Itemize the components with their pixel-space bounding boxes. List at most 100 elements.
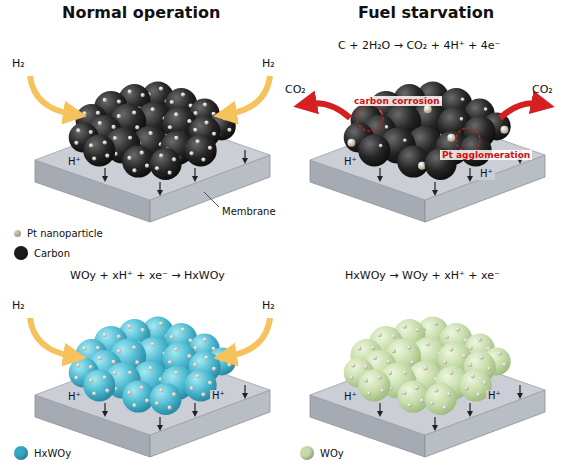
legend-swatch: [300, 446, 314, 460]
proton-arrow: [194, 168, 195, 179]
legend-item: Pt nanoparticle: [14, 228, 103, 239]
pt-nanoparticle: [74, 141, 78, 145]
pt-nanoparticle: [379, 144, 383, 148]
pt-nanoparticle: [117, 349, 121, 353]
legend-text: WOy: [320, 448, 344, 459]
ion-label: H⁺: [66, 391, 83, 403]
legend-text: HxWOy: [34, 448, 71, 459]
pt-nanoparticle: [132, 111, 136, 115]
proton-arrow: [434, 417, 435, 428]
pt-nanoparticle: [479, 355, 483, 359]
column-heading: Fuel starvation: [358, 4, 494, 22]
legend-text: Carbon: [34, 248, 70, 259]
support-particle: [185, 134, 217, 166]
pt-nanoparticle: [103, 333, 107, 337]
pt-nanoparticle: [189, 386, 193, 390]
pt-nanoparticle: [127, 156, 131, 160]
pt-nanoparticle: [140, 151, 144, 155]
pt-nanoparticle: [103, 140, 107, 144]
pt-nanoparticle: [403, 138, 407, 142]
pt-nanoparticle: [159, 388, 163, 392]
proton-arrow: [434, 182, 435, 193]
pt-nanoparticle: [223, 116, 227, 120]
support-particle: [150, 383, 182, 415]
pt-nanoparticle: [113, 136, 117, 140]
pt-nanoparticle: [204, 120, 208, 124]
pt-nanoparticle: [385, 125, 389, 129]
pt-nanoparticle: [194, 346, 198, 350]
pt-nanoparticle: [103, 375, 107, 379]
part-label: Membrane: [222, 206, 276, 218]
support-particle: [150, 148, 182, 180]
reaction-equation: HxWOy → WOy + xH⁺ + xe⁻: [345, 270, 500, 283]
pt-nanoparticle: [148, 131, 152, 135]
pt-nanoparticle: [151, 342, 155, 346]
proton-arrow: [379, 168, 380, 179]
pt-nanoparticle: [430, 401, 434, 405]
gas-label: H₂: [12, 58, 25, 71]
pt-nanoparticle: [140, 386, 144, 390]
pt-nanoparticle: [187, 119, 191, 123]
pt-nanoparticle: [168, 125, 172, 129]
pt-nanoparticle: [392, 349, 396, 353]
pt-nanoparticle: [98, 121, 102, 125]
support-particle: [397, 381, 429, 413]
pt-nanoparticle: [367, 391, 371, 395]
pt-nanoparticle: [208, 381, 212, 385]
pt-nanoparticle: [456, 327, 460, 331]
pt-nanoparticle: [132, 168, 136, 172]
pt-nanoparticle: [420, 399, 424, 403]
pt-nanoparticle: [443, 406, 447, 410]
support-particle: [397, 146, 429, 178]
proton-arrow: [379, 403, 380, 414]
legend-item: HxWOy: [14, 446, 71, 460]
gas-label: CO₂: [285, 84, 306, 97]
proton-arrow: [469, 168, 470, 179]
pt-nanoparticle: [135, 125, 139, 129]
ion-label: H⁺: [210, 390, 227, 402]
pt-nanoparticle: [201, 393, 205, 397]
pt-nanoparticle: [168, 360, 172, 364]
pt-nanoparticle: [402, 391, 406, 395]
pt-nanoparticle: [464, 386, 468, 390]
support-particle: [83, 369, 115, 401]
pt-nanoparticle: [208, 146, 212, 150]
pt-nanoparticle: [89, 143, 93, 147]
ion-label: H⁺: [486, 390, 503, 402]
pt-nanoparticle: [203, 103, 207, 107]
pt-nanoparticle: [443, 360, 447, 364]
pt-nanoparticle: [410, 360, 414, 364]
pt-nanoparticle: [434, 321, 438, 325]
pt-nanoparticle: [193, 363, 197, 367]
support-particle: [122, 381, 154, 413]
pt-nanoparticle: [89, 130, 93, 134]
proton-arrow: [159, 417, 160, 428]
pt-nanoparticle: [159, 321, 163, 325]
pt-nanoparticle: [212, 132, 216, 136]
proton-arrow: [519, 385, 520, 396]
pt-nanoparticle: [174, 371, 178, 375]
pt-nanoparticle: [159, 86, 163, 90]
pt-nanoparticle: [449, 371, 453, 375]
proton-arrow: [194, 403, 195, 414]
pt-nanoparticle: [172, 157, 176, 161]
pt-nanoparticle: [469, 346, 473, 350]
co2-arrow: [500, 103, 540, 118]
pt-nanoparticle: [128, 136, 132, 140]
pt-nanoparticle: [128, 371, 132, 375]
pt-nanoparticle: [98, 356, 102, 360]
pt-nanoparticle: [76, 128, 80, 132]
pt-nanoparticle: [92, 156, 96, 160]
pt-nanoparticle: [364, 378, 368, 382]
pt-nanoparticle: [462, 354, 466, 358]
pt-nanoparticle: [500, 126, 508, 134]
pt-nanoparticle: [364, 365, 368, 369]
corrosion-mark: [357, 105, 383, 131]
effect-label: Pt agglomeration: [440, 150, 532, 160]
proton-arrow: [469, 403, 470, 414]
proton-arrow: [104, 168, 105, 179]
pt-nanoparticle: [145, 164, 149, 168]
pt-nanoparticle: [227, 363, 231, 367]
pt-nanoparticle: [424, 105, 432, 113]
pt-nanoparticle: [89, 365, 93, 369]
